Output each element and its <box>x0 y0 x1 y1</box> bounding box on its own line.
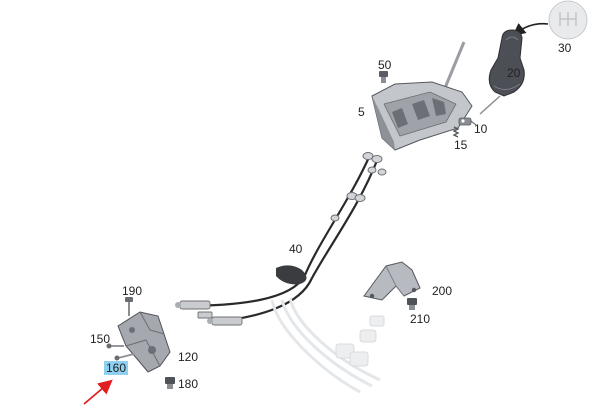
pin-160[interactable] <box>114 353 135 361</box>
bolt-50[interactable] <box>379 71 388 83</box>
bolt-180[interactable] <box>165 377 175 389</box>
pin-150[interactable] <box>106 343 125 349</box>
part-label-150[interactable]: 150 <box>90 332 111 346</box>
bracket-200[interactable] <box>363 261 421 301</box>
part-label-210[interactable]: 210 <box>410 312 431 326</box>
clip-10[interactable] <box>458 117 477 126</box>
part-label-200[interactable]: 200 <box>432 284 453 298</box>
lever-bracket-120[interactable] <box>117 311 171 373</box>
part-label-15[interactable]: 15 <box>454 138 468 152</box>
selection-pointer-arrow <box>83 379 113 405</box>
part-label-190[interactable]: 190 <box>122 284 143 298</box>
part-label-5[interactable]: 5 <box>358 105 365 119</box>
part-label-160-selected[interactable]: 160 <box>104 361 129 375</box>
shifter-housing[interactable] <box>371 41 473 151</box>
gear-shift-knob[interactable] <box>479 29 525 115</box>
part-label-10[interactable]: 10 <box>474 122 488 136</box>
ghost-cable-assembly <box>270 297 385 394</box>
part-label-50[interactable]: 50 <box>378 58 392 72</box>
nut-210[interactable] <box>407 298 417 310</box>
part-label-20[interactable]: 20 <box>507 66 521 80</box>
shift-cables[interactable] <box>175 152 387 326</box>
part-label-120[interactable]: 120 <box>178 350 199 364</box>
part-label-40[interactable]: 40 <box>289 242 303 256</box>
bolt-190[interactable] <box>125 297 133 316</box>
spring-15[interactable] <box>452 126 460 138</box>
part-label-180[interactable]: 180 <box>178 377 199 391</box>
shift-pattern-cap[interactable] <box>548 0 588 40</box>
part-label-30[interactable]: 30 <box>558 41 572 55</box>
